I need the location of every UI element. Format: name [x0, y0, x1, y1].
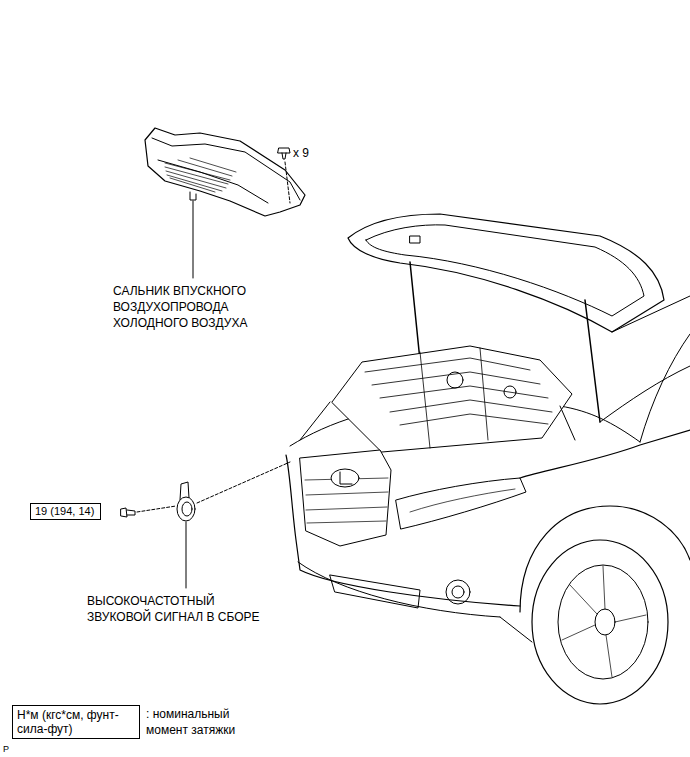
- node-text: 19 (194, 14): [35, 505, 96, 518]
- page-marker: P: [3, 744, 9, 754]
- a-pillar: [640, 334, 690, 442]
- engine-detail: [365, 348, 552, 448]
- lower-intake: [330, 575, 420, 608]
- seal-fold: [152, 138, 300, 200]
- fog-light: [446, 580, 470, 604]
- dash-line: [137, 506, 176, 512]
- callout-number: x 9: [293, 145, 309, 161]
- hub: [595, 609, 615, 635]
- engine: [332, 346, 572, 452]
- part-name: ВЫСОКОЧАСТОТНЫЙ ЗВУКОВОЙ СИГНАЛ В СБОРЕ: [87, 593, 273, 625]
- windshield: [612, 296, 690, 332]
- bolt-symbol: [121, 508, 127, 517]
- node-text: Н*м (кгс*см, фунт-сила-фут): [17, 708, 135, 736]
- clip-symbol: [278, 148, 290, 153]
- rim: [558, 565, 648, 679]
- hood-inner: [366, 225, 644, 316]
- horn-body: [182, 502, 192, 516]
- horn-body: [177, 497, 195, 521]
- windshield-base: [600, 366, 690, 422]
- tire: [532, 540, 668, 704]
- emblem: [331, 469, 359, 487]
- emblem-letter: [340, 472, 352, 484]
- legend-box: Н*м (кгс*см, фунт-сила-фут): [12, 705, 140, 739]
- torque-box: 19 (194, 14): [30, 503, 101, 520]
- fender: [520, 430, 690, 478]
- hood-latch: [410, 236, 420, 243]
- rim-spokes: [562, 566, 646, 677]
- engine-cap: [504, 386, 516, 398]
- fog-light: [452, 586, 464, 598]
- hood: [348, 214, 664, 332]
- seal-clip-tab: [190, 192, 196, 200]
- seal-hatch: [165, 158, 236, 192]
- leader-line: [193, 201, 194, 278]
- lower-bumper: [298, 562, 500, 617]
- part-name: САЛЬНИК ВПУСКНОГО ВОЗДУХОПРОВОДА ХОЛОДНО…: [113, 283, 273, 331]
- grille: [300, 450, 391, 546]
- engine-cap: [447, 372, 463, 388]
- clip-dash-line: [285, 162, 290, 203]
- seal-fold: [158, 160, 268, 203]
- legend-text: : номинальный момент затяжки: [146, 706, 246, 738]
- leader-line: [186, 522, 187, 588]
- dash-line: [197, 462, 290, 503]
- seal-part: [145, 128, 305, 216]
- bumper-corner: [500, 617, 532, 642]
- hood-strut: [585, 300, 600, 422]
- headlight-detail: [410, 489, 515, 512]
- bolt-symbol: [127, 510, 135, 515]
- headlight: [396, 478, 526, 529]
- clip-symbol: [282, 153, 286, 159]
- radiator-support: [300, 402, 575, 440]
